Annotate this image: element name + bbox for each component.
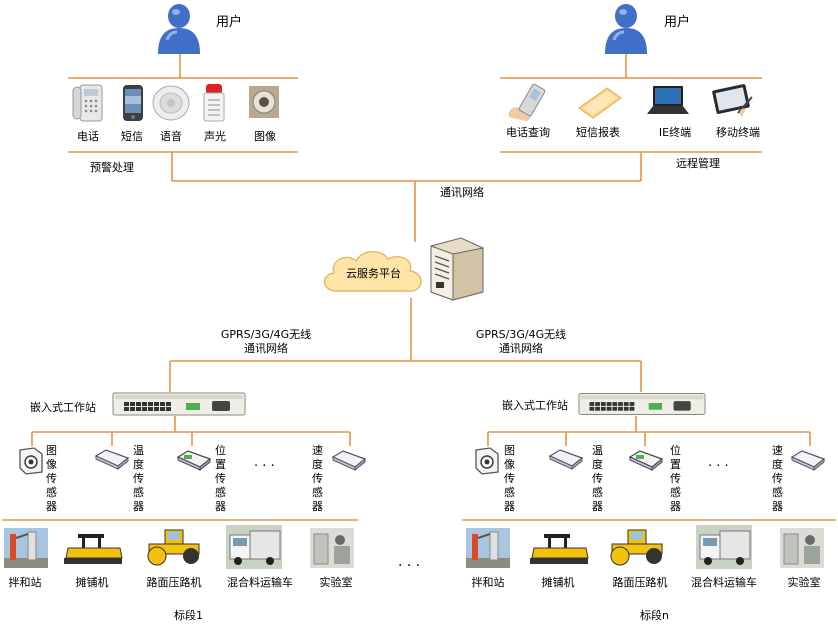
segment-label: 标段1 [174,609,203,622]
device-label: 图像 [254,130,276,143]
sensor-ellipsis: · · · [254,459,275,474]
position-sensor-icon [628,449,664,471]
speaker-icon [152,85,190,121]
user-label: 用户 [216,15,243,30]
sensor-label: 位置传感器 [215,444,226,513]
cloud-label: 云服务平台 [346,267,401,280]
laboratory-image [310,528,354,568]
site-label: 实验室 [787,576,821,589]
wireless-label-line2: 通讯网络 [499,342,543,355]
sensor-ellipsis: · · · [708,459,729,474]
device-label: 移动终端 [716,126,760,139]
sensor-label: 速度传感器 [312,444,323,513]
sensor-label: 图像传感器 [46,444,57,513]
wireless-label-line2: 通讯网络 [244,342,288,355]
report-icon [577,86,623,120]
image-sensor-icon [472,446,500,476]
device-label: 电话查询 [506,126,550,139]
site-label: 路面压路机 [612,576,668,589]
mixing-station-image [466,528,510,568]
temperature-sensor-icon [548,448,584,470]
station-label: 嵌入式工作站 [30,401,96,414]
sensor-label: 速度传感器 [772,444,783,513]
handheld-phone-icon [505,83,551,123]
speed-sensor-icon [331,449,367,471]
laboratory-image [780,528,824,568]
switch-icon [112,392,246,416]
device-label: 语音 [160,130,182,143]
segment-label: 标段n [640,609,669,622]
device-label: 声光 [204,130,226,143]
group-label: 预警处理 [90,161,134,174]
mixing-station-image [4,528,48,568]
mobile-phone-icon [122,84,144,122]
switch-icon [578,392,706,416]
user-icon [602,2,650,54]
paver-image [526,528,592,568]
camera-icon [248,85,280,119]
paver-image [60,528,126,568]
device-label: IE终端 [658,126,692,139]
wireless-label-line1: GPRS/3G/4G无线 [475,328,567,341]
sensor-label: 温度传感器 [133,444,144,513]
temperature-sensor-icon [94,448,130,470]
group-label: 远程管理 [676,157,720,170]
speed-sensor-icon [790,449,826,471]
network-label: 通讯网络 [440,186,484,199]
station-label: 嵌入式工作站 [502,399,568,412]
site-label: 混合料运输车 [691,576,757,589]
site-label: 实验室 [319,576,353,589]
device-label: 电话 [77,130,99,143]
user-icon [155,2,203,54]
user-label: 用户 [664,15,691,30]
site-label: 路面压路机 [146,576,202,589]
laptop-icon [646,84,690,118]
site-label: 拌和站 [8,576,42,589]
road-roller-image [143,526,205,566]
position-sensor-icon [176,449,212,471]
site-label: 混合料运输车 [227,576,293,589]
alarm-light-icon [203,83,225,123]
sensor-label: 位置传感器 [670,444,681,513]
site-label: 摊铺机 [75,576,109,589]
transport-truck-image [696,525,752,569]
phone-icon [72,83,104,123]
server-icon [425,236,487,302]
site-label: 摊铺机 [541,576,575,589]
sensor-label: 温度传感器 [592,444,603,513]
wireless-label-line1: GPRS/3G/4G无线 [220,328,312,341]
site-label: 拌和站 [471,576,505,589]
device-label: 短信报表 [576,126,620,139]
sensor-label: 图像传感器 [504,444,515,513]
segment-ellipsis: · · · [398,558,421,574]
cloud-icon [318,245,428,303]
device-label: 短信 [121,130,143,143]
tablet-icon [708,83,756,119]
transport-truck-image [226,525,282,569]
road-roller-image [606,526,668,566]
image-sensor-icon [16,446,44,476]
